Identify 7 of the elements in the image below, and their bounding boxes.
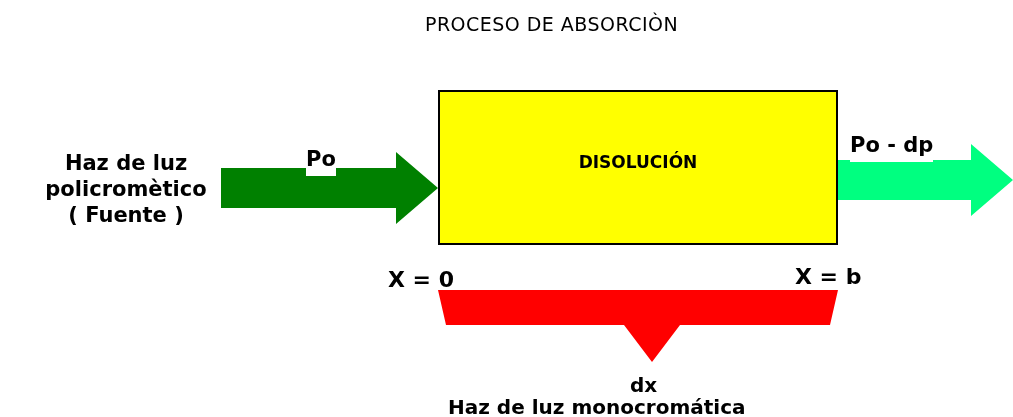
arrow [221, 152, 438, 224]
title: PROCESO DE ABSORCIÒN [425, 11, 679, 37]
source-label: Haz de luz policromètico ( Fuente ) [41, 150, 211, 230]
solution-box: DISOLUCIÓN [438, 90, 838, 245]
arrow [838, 144, 1013, 216]
position-label: X = 0 [388, 266, 455, 294]
position-label: X = b [795, 263, 862, 291]
